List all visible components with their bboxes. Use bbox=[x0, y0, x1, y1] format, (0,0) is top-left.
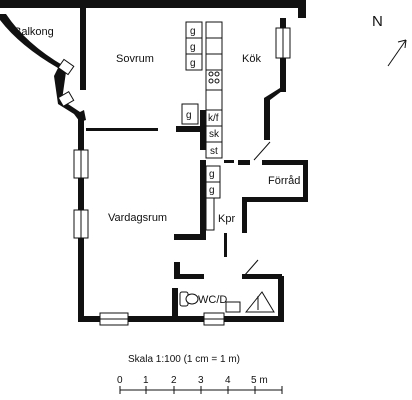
north-arrow-icon bbox=[387, 39, 407, 67]
kitchen-fixtures bbox=[181, 21, 223, 231]
bathroom-fixtures bbox=[179, 291, 275, 313]
fixture-g-1: g bbox=[190, 26, 196, 37]
compass: N bbox=[372, 13, 407, 67]
scale-bar: Skala 1:100 (1 cm = 1 m) 0 1 2 3 4 5 m bbox=[117, 354, 283, 394]
scale-tick-3: 3 bbox=[198, 375, 204, 386]
label-vardagsrum: Vardagsrum bbox=[108, 212, 167, 224]
fixture-g-4: g bbox=[186, 110, 192, 121]
label-forrad: Förråd bbox=[268, 175, 300, 187]
fixture-st: st bbox=[210, 146, 218, 157]
scale-caption: Skala 1:100 (1 cm = 1 m) bbox=[128, 354, 240, 365]
fixture-sk: sk bbox=[209, 129, 220, 140]
compass-north-label: N bbox=[372, 13, 383, 30]
fixture-g-2: g bbox=[190, 42, 196, 53]
label-balkong: Balkong bbox=[14, 26, 54, 38]
fixture-kf: k/f bbox=[208, 113, 219, 124]
scale-tick-2: 2 bbox=[171, 375, 177, 386]
walls bbox=[0, 0, 308, 322]
fixture-g-5: g bbox=[209, 169, 215, 180]
label-kok: Kök bbox=[242, 53, 261, 65]
scale-tick-0: 0 bbox=[117, 375, 123, 386]
windows bbox=[57, 27, 291, 326]
scale-tick-1: 1 bbox=[143, 375, 149, 386]
label-wc: WC/D bbox=[198, 294, 227, 306]
label-sovrum: Sovrum bbox=[116, 53, 154, 65]
room-labels: Balkong Sovrum Kök Förråd Vardagsrum Kpr… bbox=[14, 26, 300, 306]
fixture-g-6: g bbox=[209, 185, 215, 196]
fixture-g-3: g bbox=[190, 58, 196, 69]
label-kpr: Kpr bbox=[218, 213, 235, 225]
scale-tick-5: 5 m bbox=[251, 375, 268, 386]
fixture-labels: g g g g k/f sk st g g bbox=[186, 26, 220, 196]
scale-tick-4: 4 bbox=[225, 375, 231, 386]
